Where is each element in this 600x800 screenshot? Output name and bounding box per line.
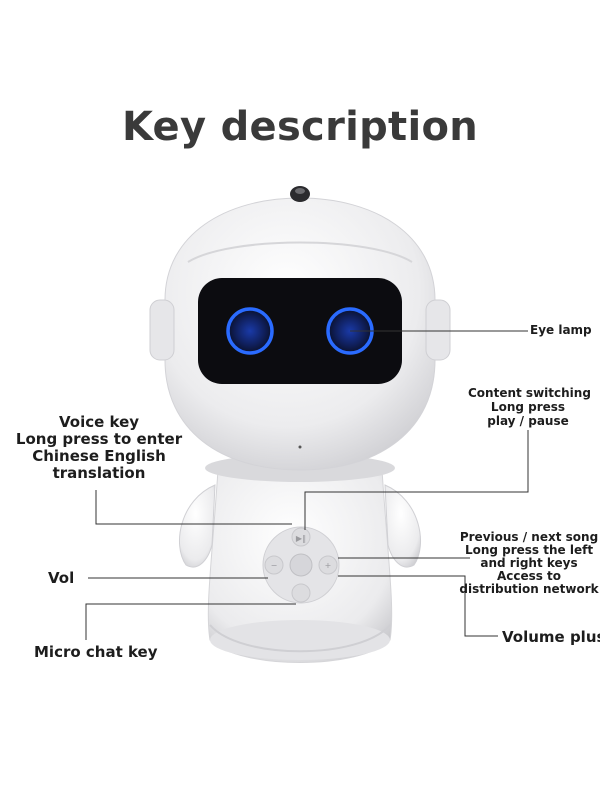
leader-lines [85,330,529,640]
vol-label: Vol [48,569,75,587]
previous-next-song-label: Previous / next song Long press the left… [459,530,599,596]
control-pad: ▶‖ − + [262,526,340,604]
svg-text:+: + [325,561,332,570]
left-arm [179,484,216,568]
robot-head [149,186,451,471]
content-switching-label: Content switching Long press play / paus… [468,386,591,428]
right-arm [384,484,421,568]
micro-chat-key-label: Micro chat key [34,643,158,661]
svg-text:−: − [271,561,278,570]
svg-text:▶‖: ▶‖ [296,534,306,543]
page-title: Key description [121,104,479,150]
voice-key-label: Voice key Long press to enter Chinese En… [15,413,183,482]
volume-plus-label: Volume plus [502,628,600,646]
eye-lamp-label: Eye lamp [530,323,592,337]
left-eye-lamp [227,308,273,354]
